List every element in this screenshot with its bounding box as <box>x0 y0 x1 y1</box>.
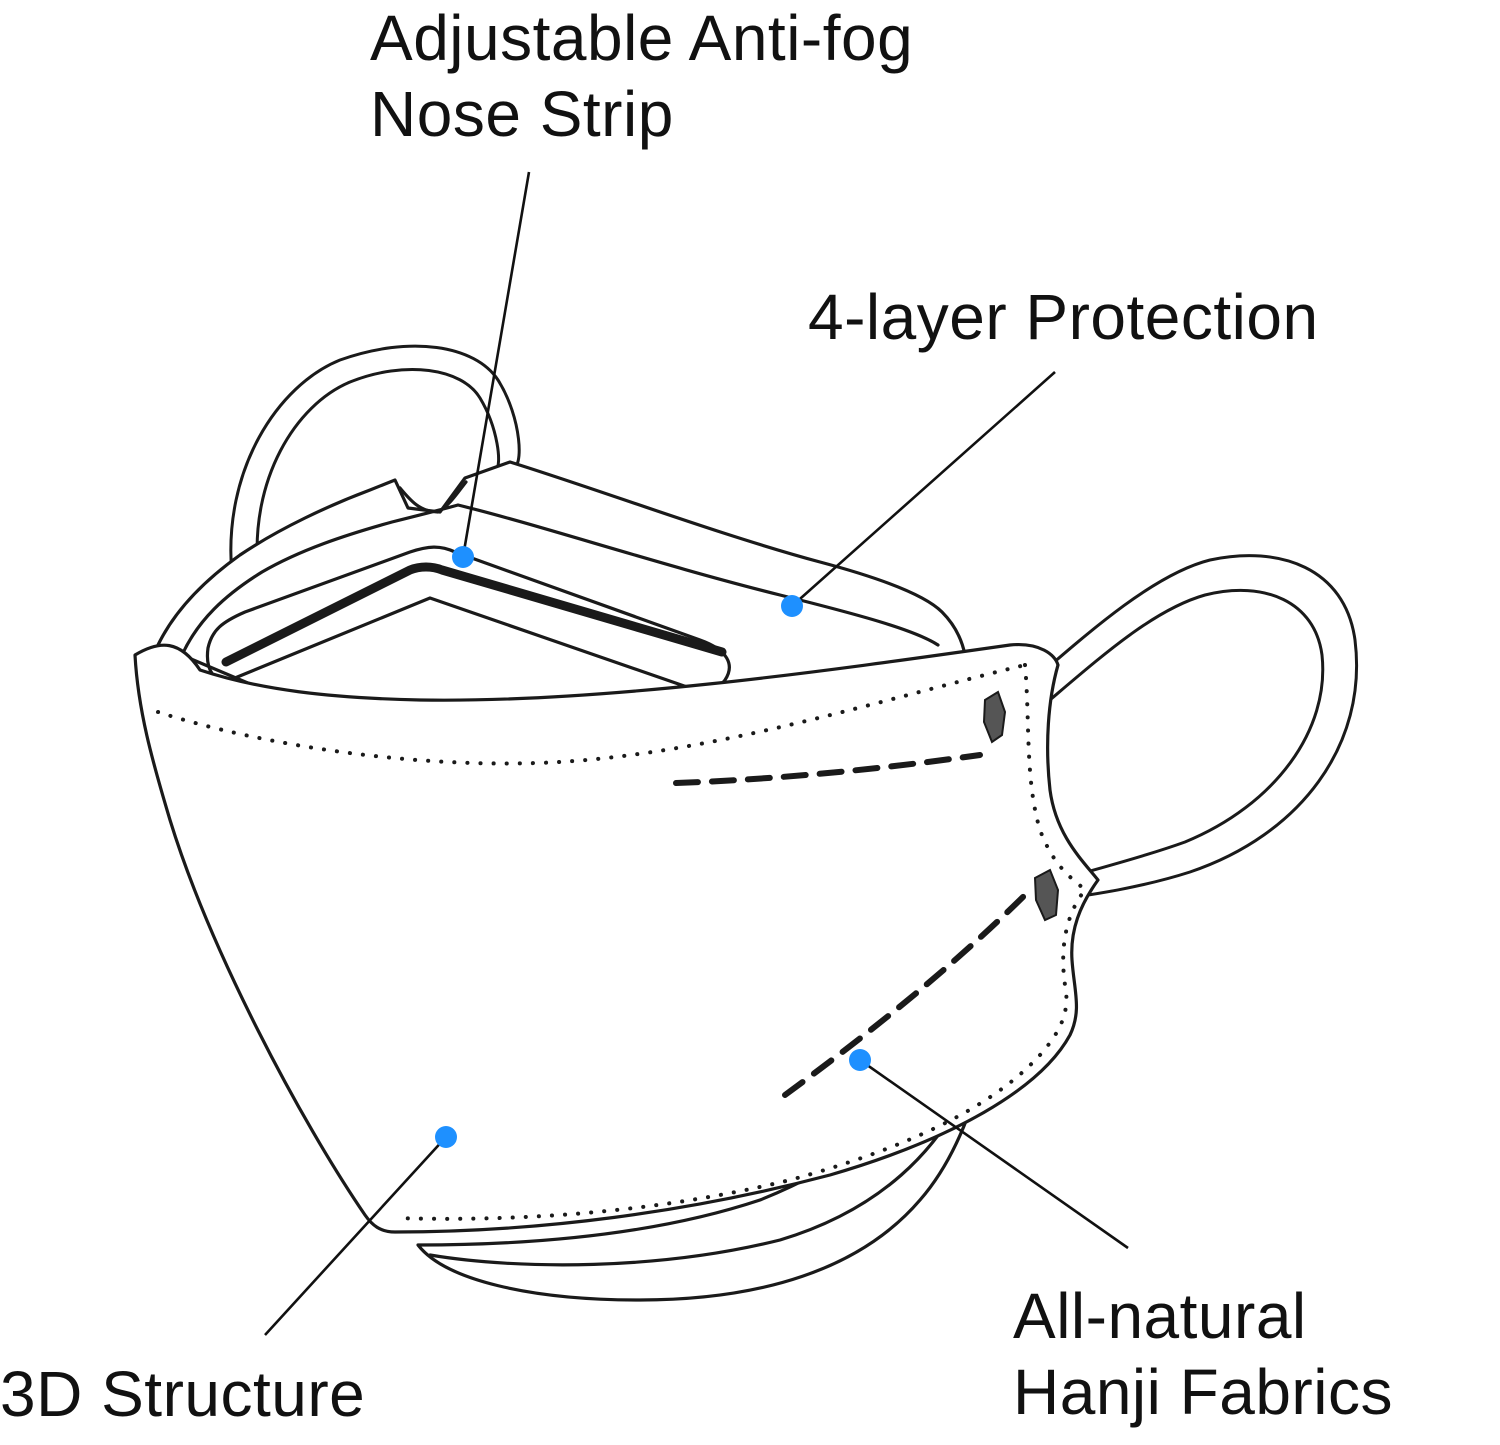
callout-dot-fabrics <box>849 1049 871 1071</box>
nose-strip-label: Adjustable Anti-fog Nose Strip <box>370 0 913 152</box>
layer-protection-label-line1: 4-layer Protection <box>808 281 1319 353</box>
nose-strip-label-line2: Nose Strip <box>370 78 674 150</box>
mask-body <box>133 642 1100 1234</box>
3d-structure-label-line1: 3D Structure <box>0 1358 366 1430</box>
leader-fabrics <box>859 1058 1129 1250</box>
left-ear-loop <box>229 344 521 576</box>
callout-dot-layers <box>781 595 803 617</box>
hanji-fabrics-label-line2: Hanji Fabrics <box>1013 1356 1393 1428</box>
leader-structure <box>264 1136 447 1336</box>
3d-structure-label: 3D Structure <box>0 1356 365 1432</box>
layer-protection-label: 4-layer Protection <box>808 279 1319 355</box>
upper-flap <box>156 460 967 707</box>
leader-layers <box>791 371 1056 607</box>
right-strap-anchor <box>1033 868 1060 922</box>
callout-dot-nose-strip <box>452 546 474 568</box>
nose-strip-label-line1: Adjustable Anti-fog <box>370 2 914 74</box>
hanji-fabrics-label-line1: All-natural <box>1013 1280 1307 1352</box>
left-strap-anchor <box>982 690 1007 744</box>
callout-dot-structure <box>435 1126 457 1148</box>
right-ear-loop <box>1007 554 1358 902</box>
hanji-fabrics-label: All-natural Hanji Fabrics <box>1013 1278 1393 1430</box>
leader-nose-strip <box>461 171 531 558</box>
